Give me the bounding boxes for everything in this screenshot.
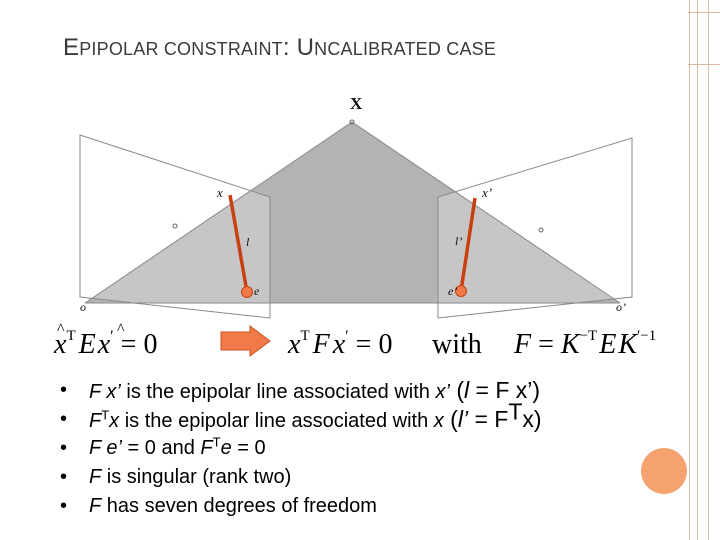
center-o-marker: [172, 223, 178, 229]
point-X-marker: [349, 119, 355, 125]
epipole-ep: [455, 285, 467, 297]
bullet-dot: •: [60, 437, 68, 459]
left-image-plane: [79, 134, 271, 319]
epipolar-line-l: [228, 194, 249, 293]
svg-text:F = K−TEK′−1: F = K−TEK′−1: [513, 328, 656, 360]
bullet-dot: •: [60, 495, 68, 517]
list-item: • F is singular (rank two): [60, 463, 680, 492]
decomposition-equation: F = K−TEK′−1: [513, 328, 656, 360]
list-item: • F has seven degrees of freedom: [60, 492, 680, 521]
frame-line: [697, 0, 698, 540]
list-item: • FTx is the epipolar line associated wi…: [60, 398, 542, 432]
label-x: x: [216, 185, 223, 200]
bullet-dot: •: [60, 408, 68, 430]
label-l: l: [246, 235, 250, 249]
bullet-list: • F x’ is the epipolar line associated w…: [60, 376, 680, 521]
bullet-dot: •: [60, 466, 68, 488]
slide-title: EPIPOLAR CONSTRAINT: UNCALIBRATED CASE: [63, 34, 497, 61]
epipolar-plane: [85, 122, 620, 303]
label-X: X: [350, 94, 363, 113]
label-xp: x’: [481, 185, 492, 200]
label-ep: e’: [448, 284, 457, 298]
ray-left: [84, 121, 353, 304]
label-o: o: [80, 300, 86, 314]
list-item: • F x’ is the epipolar line associated w…: [60, 377, 541, 403]
epipolar-line-lp: [459, 197, 477, 292]
ray-right: [351, 121, 621, 304]
label-lp: l’: [455, 234, 462, 248]
arrow-icon: [220, 325, 271, 357]
epipole-e: [241, 286, 253, 298]
bullet-dot: •: [60, 379, 68, 401]
label-e: e: [254, 284, 260, 298]
frame-line: [688, 12, 720, 13]
right-image-plane: [437, 137, 633, 319]
frame-line: [689, 0, 690, 540]
frame-line: [708, 0, 709, 540]
with-label: with: [432, 329, 482, 360]
svg-text:^: ^: [57, 321, 65, 338]
label-op: o’: [616, 300, 626, 314]
center-op-marker: [538, 227, 544, 233]
list-item: • F e’ = 0 and FTe = 0: [60, 434, 680, 463]
decorative-circle: [641, 448, 687, 494]
frame-line: [688, 64, 720, 65]
svg-text:^: ^: [117, 321, 125, 338]
